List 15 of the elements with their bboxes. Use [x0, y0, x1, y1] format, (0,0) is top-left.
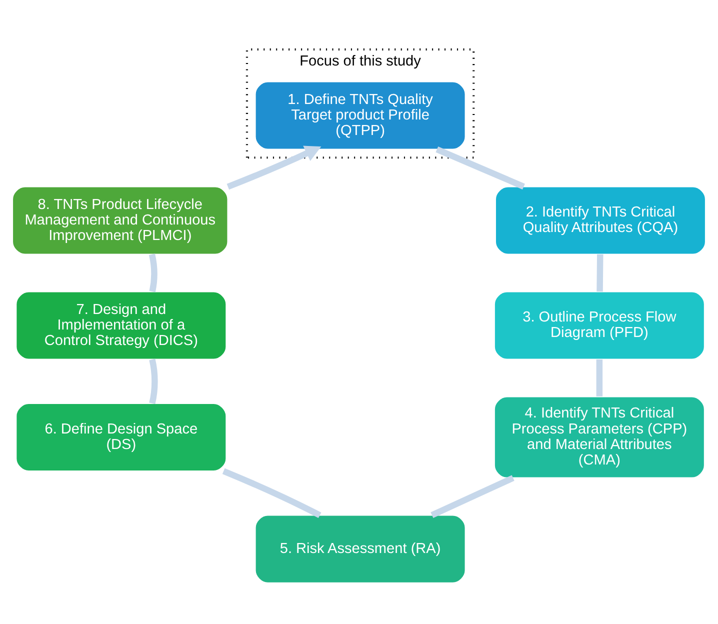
node-box: 1. Define TNTs Quality Target product Profile (QTPP) — [254, 81, 466, 150]
node-box: 8. TNTs Product Lifecycle Management and Continuous Improvement (PLMCI) — [12, 186, 228, 255]
connector — [596, 254, 604, 292]
node-box: 2. Identify TNTs Critical Quality Attributes (CQA) — [494, 186, 706, 255]
node-box: 6. Define Design Space (DS) — [16, 402, 227, 472]
node-box: 4. Identify TNTs Critical Process Parameters (CPP) and Material Attributes (CMA) — [494, 396, 705, 478]
connector — [430, 475, 514, 518]
connector — [149, 358, 158, 404]
node-box: 5. Risk Assessment (RA) — [254, 514, 466, 584]
connector — [596, 359, 603, 396]
connector — [148, 254, 158, 292]
node-box: 3. Outline Process Flow Diagram (PFD) — [494, 291, 705, 360]
node-box: 7. Design and Implementation of a Control Strategy (DICS) — [16, 291, 227, 360]
connector — [222, 468, 322, 518]
arrow — [226, 146, 322, 190]
